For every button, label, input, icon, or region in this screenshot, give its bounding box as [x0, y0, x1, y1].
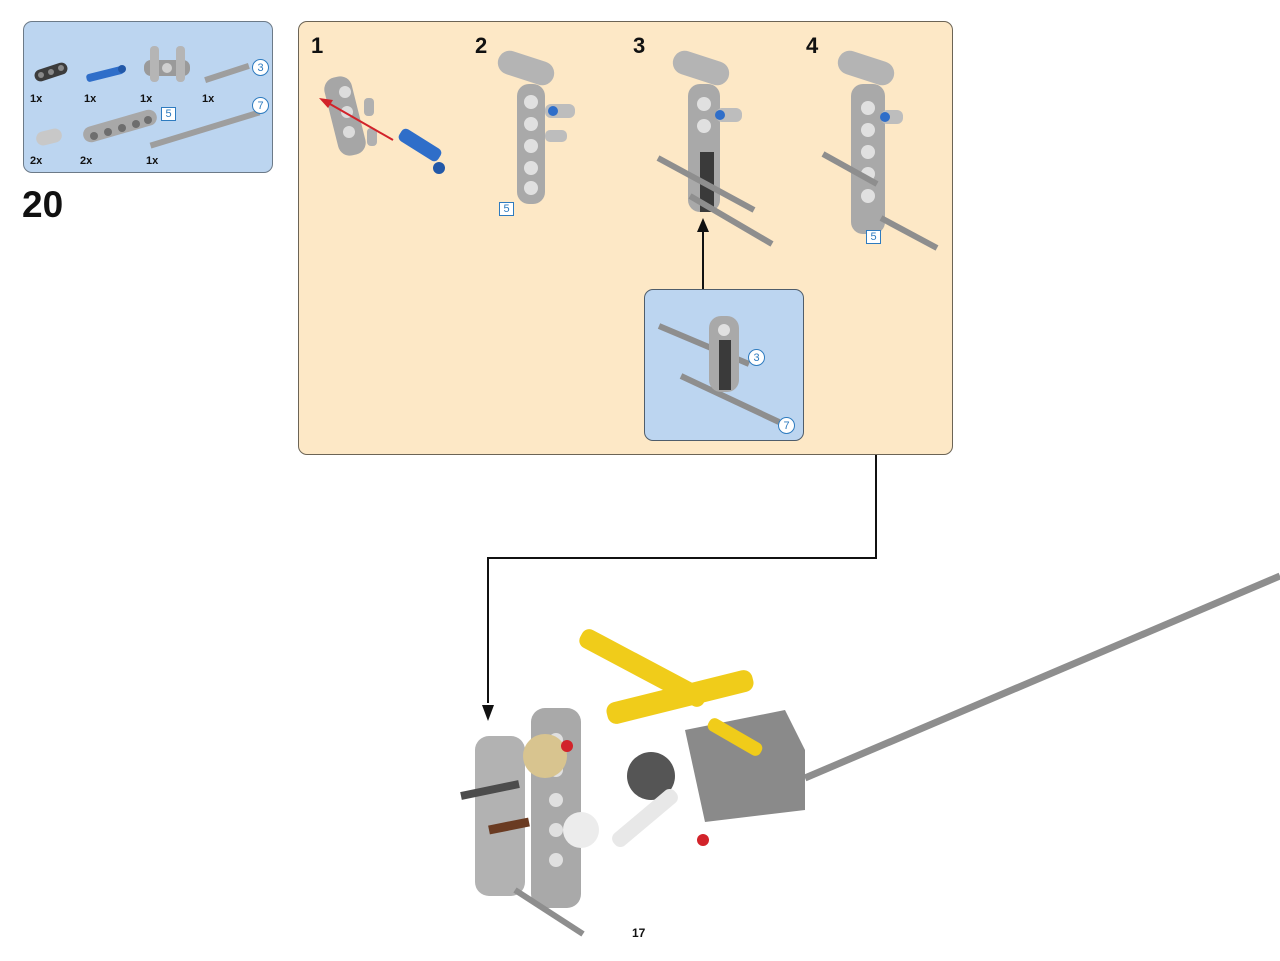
beam-length-badge: 5: [866, 230, 881, 244]
substep-3-illustration: [656, 50, 774, 247]
substep-2-illustration: [497, 50, 575, 204]
axle-length-badge: 7: [252, 97, 269, 114]
axle-length-badge: 3: [748, 349, 765, 366]
beam-5-icon: [83, 109, 157, 143]
substep-number: 4: [806, 33, 819, 58]
axle-length-badge: 3: [252, 59, 269, 76]
parts-qty: 2x: [80, 155, 93, 167]
axle-7-icon: [149, 109, 261, 149]
blue-pin-icon: [86, 65, 126, 82]
parts-list-box: 1x 1x 1x 3 1x 2x 5 2x 7 1x: [23, 21, 273, 173]
cross-connector-icon: [144, 46, 190, 82]
page-number: 17: [632, 926, 646, 940]
axle-3-icon: [204, 63, 250, 83]
callout-illustration: [657, 316, 781, 425]
substep-4-illustration: [821, 50, 939, 251]
substep-number: 3: [633, 33, 646, 58]
axle-length-badge: 7: [778, 417, 795, 434]
main-assembly-illustration: [460, 572, 1280, 937]
parts-qty: 1x: [202, 93, 215, 105]
assembly-arrow: [482, 455, 877, 721]
beam-length-badge: 5: [161, 107, 176, 121]
substep-number: 2: [475, 33, 488, 58]
substep-1-illustration: [319, 76, 445, 174]
parts-qty: 1x: [30, 93, 43, 105]
substep-number: 1: [311, 33, 324, 58]
parts-qty: 1x: [146, 155, 159, 167]
parts-qty: 1x: [140, 93, 153, 105]
connector-icon: [34, 62, 68, 82]
step-number: 20: [22, 184, 64, 225]
parts-qty: 1x: [84, 93, 97, 105]
callout-arrow: [697, 218, 709, 292]
bush-icon: [36, 128, 62, 146]
parts-qty: 2x: [30, 155, 43, 167]
substeps-panel: 1 2 3 4 5: [298, 21, 953, 455]
sub-assembly-callout: 3 7: [644, 289, 804, 441]
beam-length-badge: 5: [499, 202, 514, 216]
